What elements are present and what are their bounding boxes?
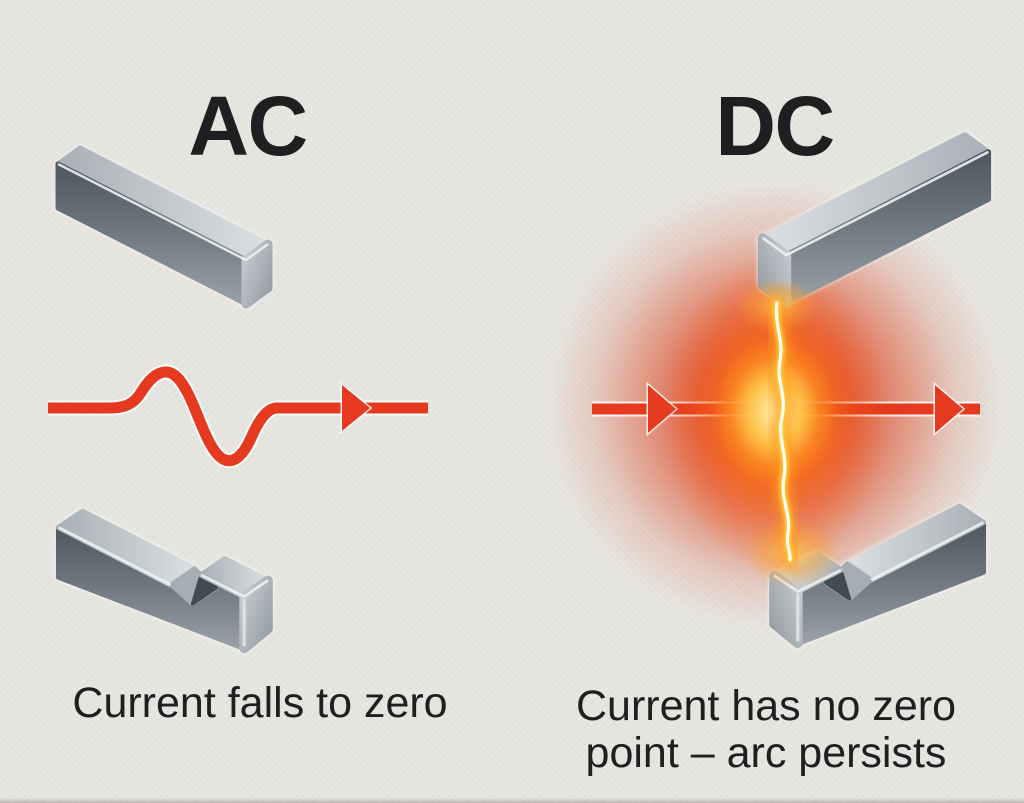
contact-edge-highlight (58, 526, 269, 598)
current-arrowhead-left (646, 381, 679, 437)
bar-edge-highlight (57, 162, 269, 262)
panel-dc-caption: Current has no zero point – arc persists (575, 682, 957, 778)
panel-dc-title: DC (715, 79, 835, 174)
bottom-edge-shadow (0, 798, 1024, 803)
sine-wave (48, 366, 428, 466)
arc-bolt-icon (768, 295, 799, 568)
electrode-bar (757, 132, 992, 308)
bar-edge-highlight (761, 150, 990, 257)
electrode-top-ac-icon (55, 145, 273, 309)
current-arrowhead-right (933, 381, 966, 437)
panel-ac-title: AC (188, 79, 308, 174)
contact-end-cap (769, 570, 803, 649)
ac-sine-current-icon (48, 364, 428, 468)
arc-bolt (768, 295, 799, 568)
panel-ac-caption: Current falls to zero (72, 679, 448, 727)
electrode-bottom-ac-icon (55, 508, 273, 654)
electrode-top-dc-icon (757, 132, 992, 308)
electrode-bar (55, 145, 273, 309)
arc-white-core (774, 301, 792, 562)
sine-outline (48, 364, 428, 468)
contact-end-cap (239, 575, 273, 654)
electrode-contact (55, 508, 273, 654)
current-arrowhead (340, 381, 373, 435)
